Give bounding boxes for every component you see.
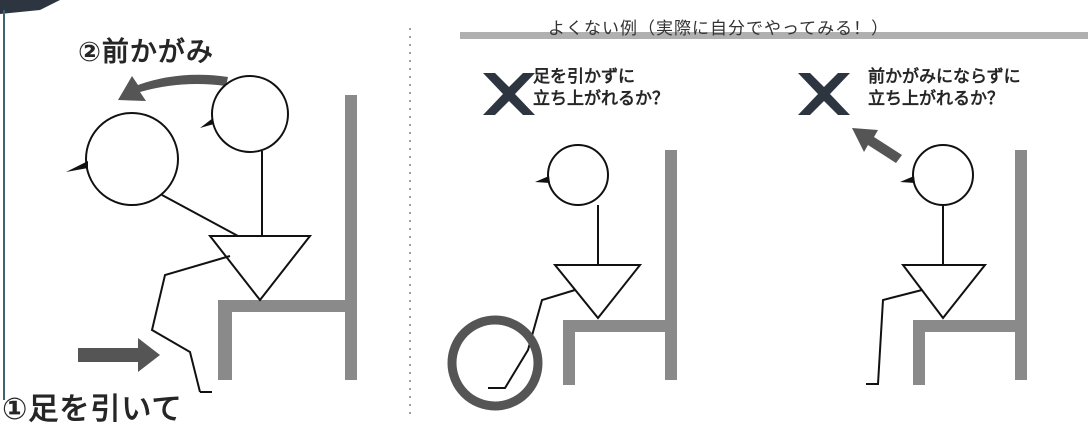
- body-triangle: [552, 264, 643, 320]
- bad-example-1-caption: 足を引かずに 立ち上がれるか？: [533, 66, 669, 110]
- caption-line: 立ち上がれるか？: [868, 89, 1004, 109]
- caption-line: 足を引かずに: [533, 67, 635, 87]
- chair-back: [1015, 150, 1027, 380]
- correct-example-figure: [66, 74, 357, 393]
- x-mark-icon: [798, 73, 850, 115]
- nose: [535, 176, 550, 183]
- highlight-circle: [447, 315, 543, 411]
- leaning-head: [85, 112, 179, 206]
- upright-head: [211, 75, 289, 153]
- corner-decoration: [0, 0, 60, 14]
- right-arrow-icon: [78, 338, 160, 372]
- head: [547, 144, 609, 206]
- chair-seat: [913, 320, 1015, 385]
- chair-seat: [563, 320, 665, 385]
- body-triangle: [900, 264, 988, 320]
- step1-label: ①足を引いて: [2, 392, 183, 427]
- leg: [150, 255, 231, 393]
- step2-label: ②前かがみ: [78, 37, 214, 68]
- caption-line: 前かがみにならずに: [868, 67, 1021, 87]
- leg: [866, 289, 923, 385]
- x-mark-icon: [483, 73, 535, 115]
- body-triangle: [207, 235, 313, 302]
- chair-back: [665, 150, 677, 380]
- caption-line: 立ち上がれるか？: [533, 89, 669, 109]
- illustration-canvas: [0, 0, 1088, 419]
- bad-example-2-caption: 前かがみにならずに 立ち上がれるか？: [868, 66, 1021, 110]
- chair-seat: [218, 300, 345, 380]
- head: [912, 144, 974, 206]
- bad-example-1-figure: [447, 144, 677, 411]
- curved-arrow-icon: [118, 74, 228, 101]
- nose: [66, 161, 88, 172]
- leg: [488, 289, 576, 389]
- nose: [200, 118, 214, 128]
- neck-leaning: [161, 194, 239, 237]
- nose: [900, 176, 915, 183]
- title-band: [460, 32, 1088, 39]
- bad-examples-title: よくない例（実際に自分でやってみる！）: [548, 19, 890, 39]
- chair-back: [345, 95, 357, 380]
- bad-example-2-figure: [852, 128, 1027, 385]
- diagonal-arrow-icon: [852, 128, 902, 163]
